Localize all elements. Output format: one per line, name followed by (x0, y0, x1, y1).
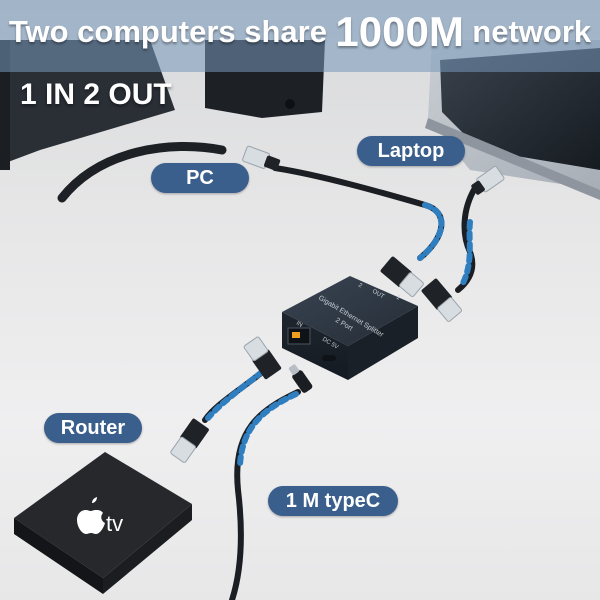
apple-tv-box: tv (14, 452, 192, 594)
typec-plug (288, 364, 313, 393)
out-label: OUT (371, 289, 385, 301)
headline: Two computers share 1000M network (0, 8, 600, 56)
headline-part2: network (472, 14, 592, 49)
headline-banner (0, 0, 600, 72)
pc-label: PC (151, 163, 249, 193)
ethernet-splitter: Gigabit Ethernet Splitter 2 Port OUT 1 2… (282, 276, 418, 380)
laptop-label: Laptop (357, 136, 465, 166)
pc-cable (272, 165, 445, 261)
typec-cable (229, 389, 301, 600)
router-label: Router (44, 413, 142, 443)
sub-headline: 1 IN 2 OUT (20, 78, 172, 111)
port-1-label: 1 (395, 295, 402, 302)
rj45-plug-in (243, 336, 282, 380)
in-label: IN (295, 321, 303, 329)
headline-part1: Two computers share (8, 14, 327, 49)
typec-cable-label: 1 M typeC (268, 486, 398, 516)
headline-highlight: 1000M (335, 8, 464, 55)
rj45-plug-laptop (471, 165, 505, 195)
laptop-cable (455, 185, 478, 293)
apple-logo-icon (77, 497, 105, 534)
tv-logo-text: tv (106, 511, 123, 536)
rj45-plug-out2 (421, 278, 463, 322)
laptop (425, 40, 600, 200)
router-cable (202, 367, 268, 423)
rj45-plug-out1 (380, 256, 424, 298)
rj45-plug-router (170, 418, 209, 463)
port-2-label: 2 (357, 283, 364, 290)
rj45-plug-pc (242, 145, 281, 171)
